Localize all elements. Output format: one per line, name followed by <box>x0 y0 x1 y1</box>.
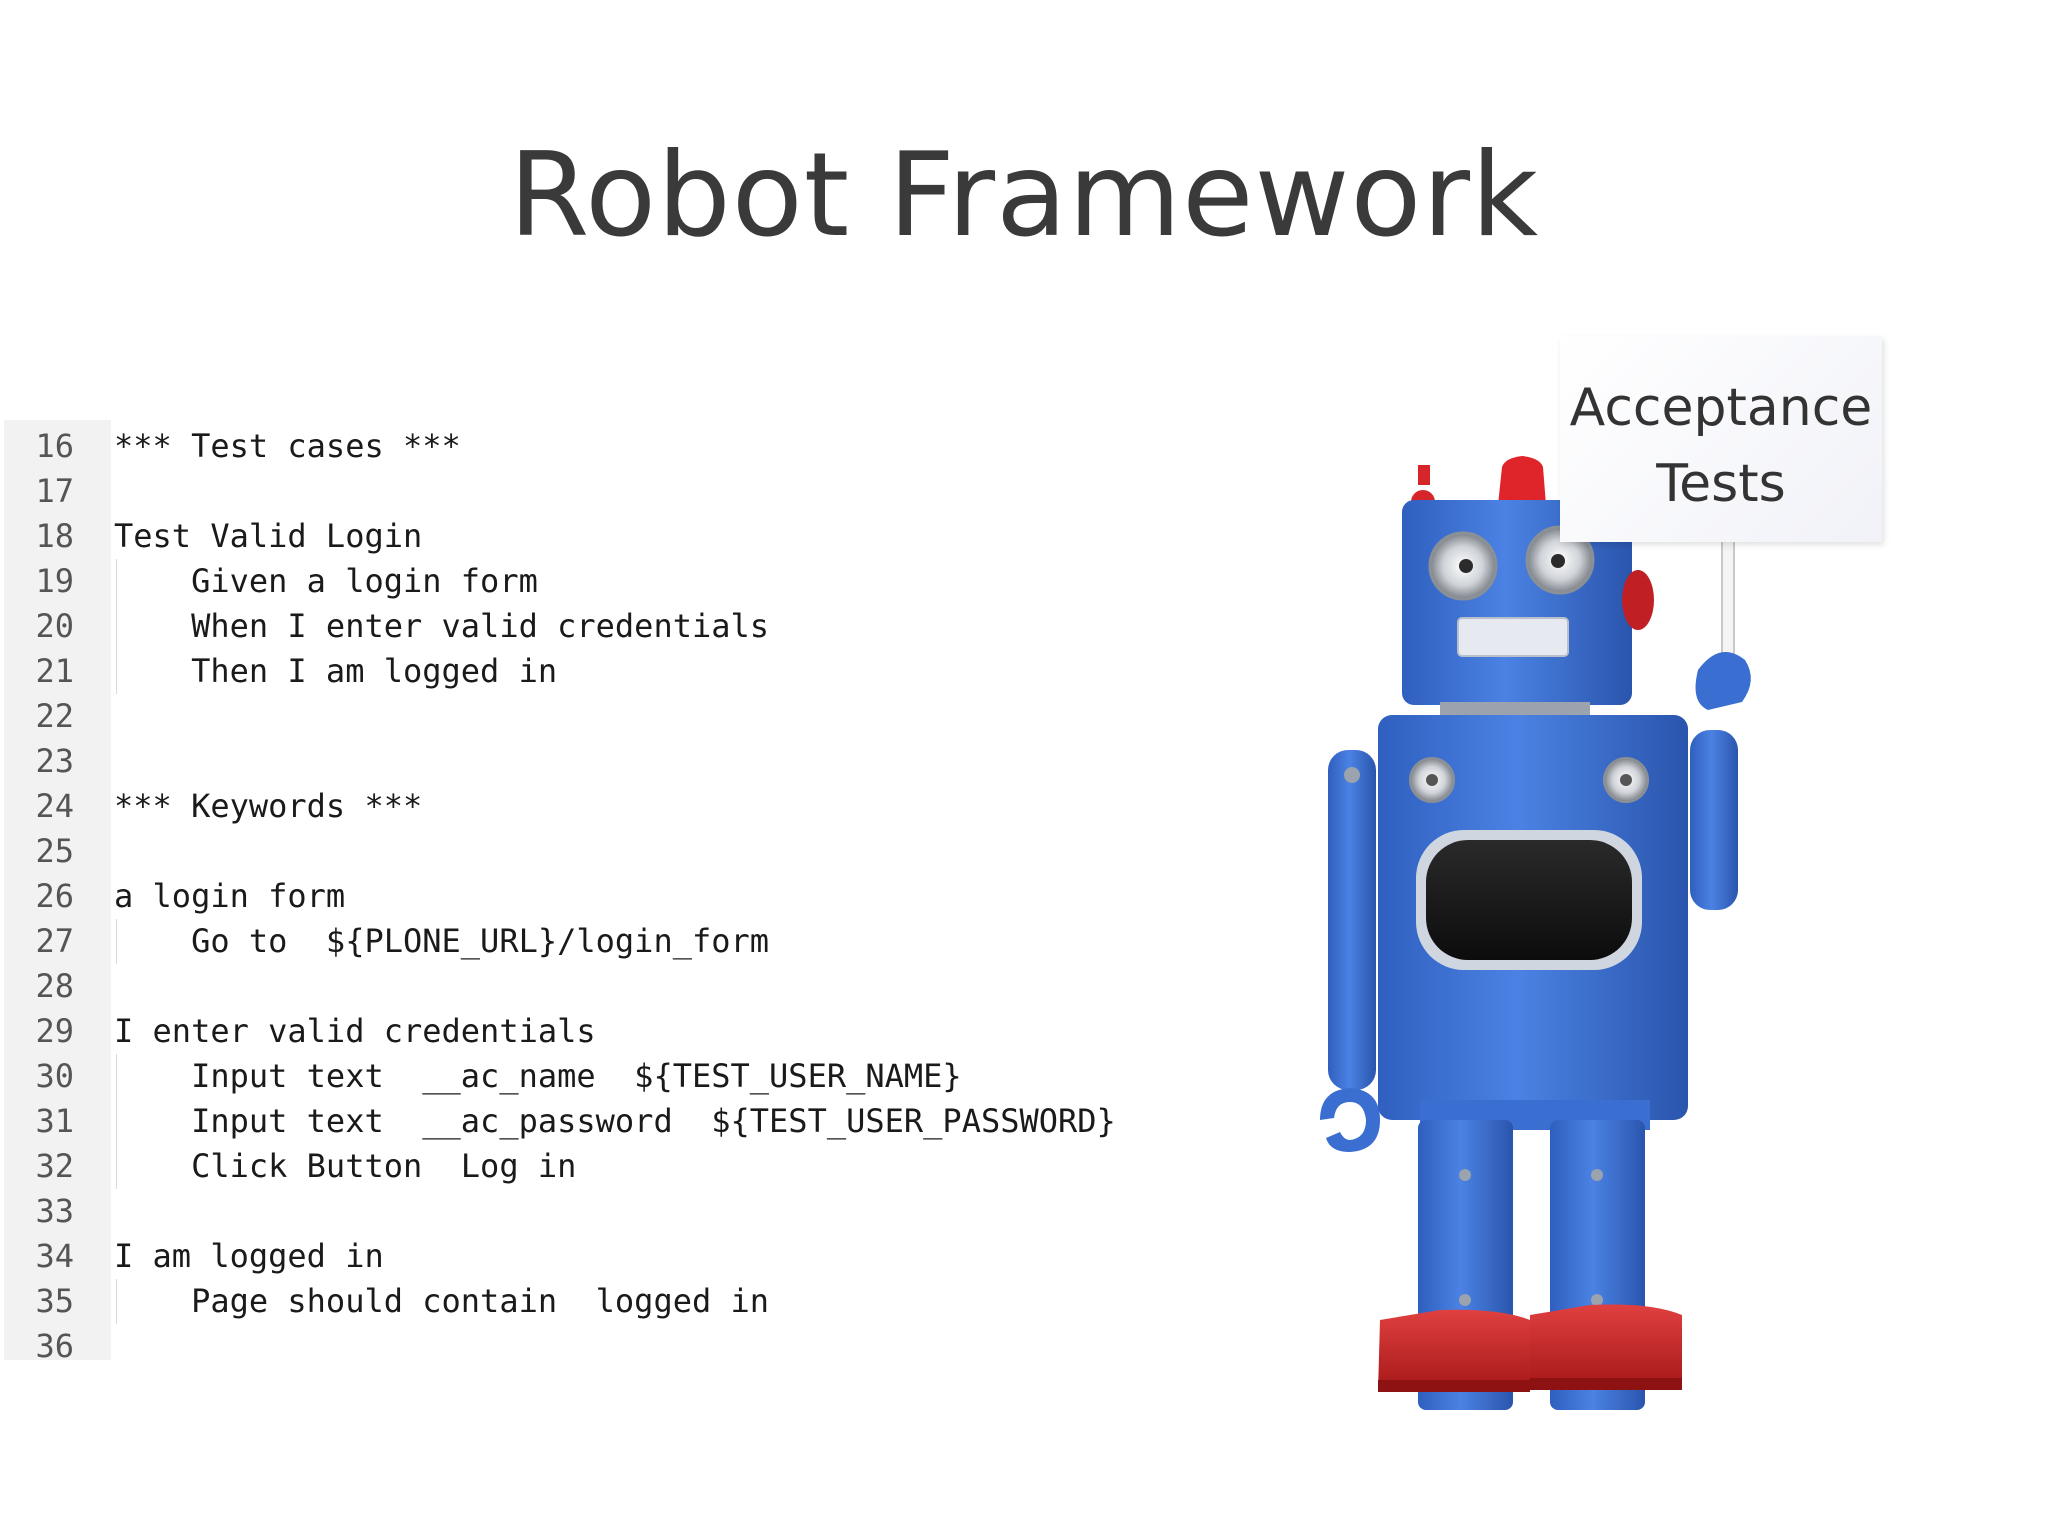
line-number: 27 <box>35 922 74 960</box>
sign-line-1: Acceptance <box>1569 378 1873 438</box>
code-line: 34 I am logged in <box>4 1234 1154 1279</box>
robot-feet <box>1378 1304 1682 1392</box>
code-line: 29 I enter valid credentials <box>4 1009 1154 1054</box>
code-line: 35 Page should contain logged in <box>4 1279 1154 1324</box>
code-text: a login form <box>114 877 346 915</box>
line-number: 29 <box>35 1012 74 1050</box>
code-text: When I enter valid credentials <box>114 607 770 645</box>
line-number: 23 <box>35 742 74 780</box>
code-line: 20 When I enter valid credentials <box>4 604 1154 649</box>
code-line: 30 Input text __ac_name ${TEST_USER_NAME… <box>4 1054 1154 1099</box>
code-line: 31 Input text __ac_password ${TEST_USER_… <box>4 1099 1154 1144</box>
code-line: 33 <box>4 1189 1154 1234</box>
line-number: 19 <box>35 562 74 600</box>
indent-guide <box>116 649 117 694</box>
code-text: Then I am logged in <box>114 652 558 690</box>
code-line: 36 <box>4 1324 1154 1369</box>
indent-guide <box>116 1099 117 1144</box>
robot-illustration <box>1320 456 1751 1410</box>
acceptance-tests-sign: Acceptance Tests <box>1560 336 1882 542</box>
indent-guide <box>116 919 117 964</box>
code-text: *** Test cases *** <box>114 427 461 465</box>
line-number: 32 <box>35 1147 74 1185</box>
indent-guide <box>116 1279 117 1324</box>
code-text: Go to ${PLONE_URL}/login_form <box>114 922 770 960</box>
line-number: 28 <box>35 967 74 1005</box>
indent-guide <box>116 559 117 604</box>
line-number: 18 <box>35 517 74 555</box>
line-number: 22 <box>35 697 74 735</box>
code-text: *** Keywords *** <box>114 787 423 825</box>
line-number: 17 <box>35 472 74 510</box>
code-text: Click Button Log in <box>114 1147 577 1185</box>
line-number: 21 <box>35 652 74 690</box>
robot-torso <box>1378 715 1688 1130</box>
code-line: 25 <box>4 829 1154 874</box>
line-number: 16 <box>35 427 74 465</box>
line-number: 20 <box>35 607 74 645</box>
code-line: 32 Click Button Log in <box>4 1144 1154 1189</box>
line-number: 30 <box>35 1057 74 1095</box>
line-number: 36 <box>35 1327 74 1365</box>
code-text: Page should contain logged in <box>114 1282 770 1320</box>
sign-line-2: Tests <box>1656 454 1786 514</box>
code-line: 22 <box>4 694 1154 739</box>
robot-arms <box>1320 652 1751 1152</box>
code-line: 18 Test Valid Login <box>4 514 1154 559</box>
robot-head <box>1402 456 1654 716</box>
line-number: 31 <box>35 1102 74 1140</box>
line-number: 34 <box>35 1237 74 1275</box>
indent-guide <box>116 1144 117 1189</box>
code-line: 26 a login form <box>4 874 1154 919</box>
code-text: Input text __ac_name ${TEST_USER_NAME} <box>114 1057 962 1095</box>
code-text: Test Valid Login <box>114 517 423 555</box>
line-number-gutter <box>4 420 111 1360</box>
code-line: 24 *** Keywords *** <box>4 784 1154 829</box>
code-line: 19 Given a login form <box>4 559 1154 604</box>
code-text: Input text __ac_password ${TEST_USER_PAS… <box>114 1102 1116 1140</box>
line-number: 25 <box>35 832 74 870</box>
line-number: 35 <box>35 1282 74 1320</box>
line-number: 24 <box>35 787 74 825</box>
indent-guide <box>116 604 117 649</box>
code-line: 27 Go to ${PLONE_URL}/login_form <box>4 919 1154 964</box>
code-text: Given a login form <box>114 562 538 600</box>
slide-title: Robot Framework <box>508 128 1540 263</box>
code-line: 16 *** Test cases *** <box>4 424 1154 469</box>
line-number: 26 <box>35 877 74 915</box>
code-text: I am logged in <box>114 1237 384 1275</box>
code-line: 23 <box>4 739 1154 784</box>
code-line: 17 <box>4 469 1154 514</box>
code-line: 21 Then I am logged in <box>4 649 1154 694</box>
indent-guide <box>116 1054 117 1099</box>
code-line: 28 <box>4 964 1154 1009</box>
code-text: I enter valid credentials <box>114 1012 596 1050</box>
line-number: 33 <box>35 1192 74 1230</box>
code-editor: 16 *** Test cases *** 17 18 Test Valid Login… <box>4 420 1154 1365</box>
